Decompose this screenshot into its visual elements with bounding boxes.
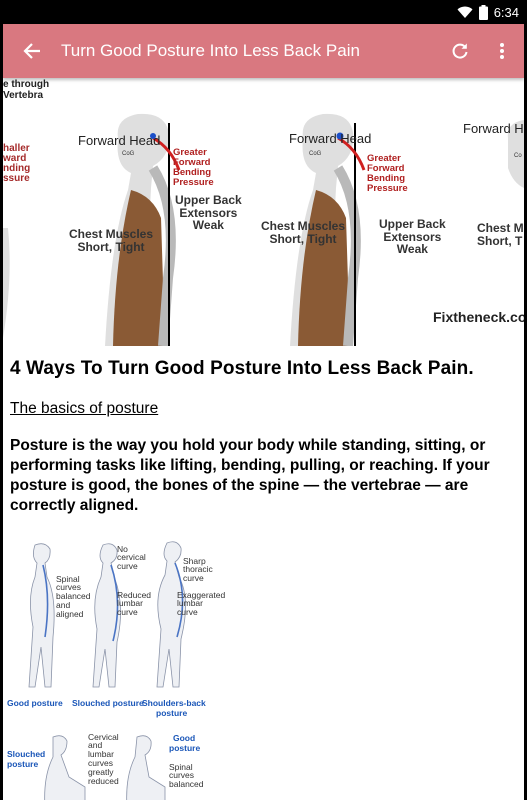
hero-label-cog-3: Co xyxy=(514,153,522,159)
posture-illustration xyxy=(28,540,186,800)
hero-label-upper-back-1: Upper Back Extensors Weak xyxy=(175,193,242,233)
note-reduced-lumbar: Reduced lumbar curve xyxy=(117,589,152,618)
more-options-button[interactable] xyxy=(480,24,524,78)
hero-label-forward-head-1: Forward Head xyxy=(78,133,161,148)
hero-label-chest-2: Chest Muscles Short, Tight xyxy=(261,219,346,246)
refresh-button[interactable] xyxy=(440,24,480,78)
hero-label-forward-head-2: Forward Head xyxy=(289,131,372,146)
hero-posture-image: e through Vertebra haller ward nding ssu… xyxy=(3,78,524,346)
note-no-cervical: No cervical curve xyxy=(117,543,146,572)
status-time: 6:34 xyxy=(493,4,519,20)
hero-label-smaller-3: nding xyxy=(3,163,31,174)
posture-figure: Good posture Slouched posture Shoulders-… xyxy=(5,537,245,800)
note-cervical-lumbar: Cervical and lumbar curves greatly reduc… xyxy=(88,731,119,787)
battery-icon xyxy=(478,4,488,20)
hero-label-cog-1: CoG xyxy=(122,151,135,157)
caption-slouched-sitting-2: posture xyxy=(7,758,39,769)
note-exaggerated-lumbar: Exaggerated lumbar curve xyxy=(177,589,226,618)
refresh-icon xyxy=(452,43,468,59)
caption-slouched-posture: Slouched posture xyxy=(72,697,144,708)
caption-good-sitting-1: Good xyxy=(173,732,196,743)
back-button[interactable] xyxy=(3,24,61,78)
note-spinal-curves: Spinal curves balanced and aligned xyxy=(56,573,91,620)
app-bar: Turn Good Posture Into Less Back Pain xyxy=(3,24,524,78)
hero-label-chest-3: Chest M Short, T xyxy=(477,221,524,248)
hero-label-smaller-4: ssure xyxy=(3,173,30,184)
caption-good-sitting-2: posture xyxy=(169,742,201,753)
status-bar: 6:34 xyxy=(0,0,527,24)
app-bar-title: Turn Good Posture Into Less Back Pain xyxy=(61,41,360,60)
hero-label-vertebra: Vertebra xyxy=(3,90,44,101)
hero-label-greater-1: Greater Forward Bending Pressure xyxy=(173,147,214,188)
hero-label-smaller-2: ward xyxy=(3,153,27,164)
hero-label-smaller-1: haller xyxy=(3,143,30,154)
hero-label-upper-back-2: Upper Back Extensors Weak xyxy=(379,217,446,257)
hero-label-chest-1: Chest Muscles Short, Tight xyxy=(69,227,154,254)
article-content[interactable]: e through Vertebra haller ward nding ssu… xyxy=(3,78,524,800)
arrow-left-icon xyxy=(23,43,40,59)
hero-label-forward-head-3: Forward H xyxy=(463,121,524,136)
more-vert-icon xyxy=(500,43,504,59)
hero-watermark: Fixtheneck.co xyxy=(433,309,524,325)
note-spinal-curves-2: Spinal curves balanced xyxy=(169,761,204,790)
article-heading: 4 Ways To Turn Good Posture Into Less Ba… xyxy=(10,358,474,379)
caption-good-posture: Good posture xyxy=(7,697,63,708)
article-paragraph: Posture is the way you hold your body wh… xyxy=(10,437,490,515)
caption-slouched-sitting-1: Slouched xyxy=(7,748,46,759)
wifi-icon xyxy=(457,6,473,18)
article-subheading: The basics of posture xyxy=(10,400,159,417)
article-body: 4 Ways To Turn Good Posture Into Less Ba… xyxy=(3,346,524,517)
hero-label-greater-2: Greater Forward Bending Pressure xyxy=(367,153,408,194)
caption-shoulders-back-2: posture xyxy=(156,707,188,718)
hero-label-cog-2: CoG xyxy=(309,151,322,157)
caption-shoulders-back-1: Shoulders-back xyxy=(142,697,206,708)
hero-illustration xyxy=(3,113,524,346)
app-screen: Turn Good Posture Into Less Back Pain xyxy=(3,24,524,800)
hero-label-through: e through xyxy=(3,79,50,90)
note-sharp-thoracic: Sharp thoracic curve xyxy=(183,555,213,584)
